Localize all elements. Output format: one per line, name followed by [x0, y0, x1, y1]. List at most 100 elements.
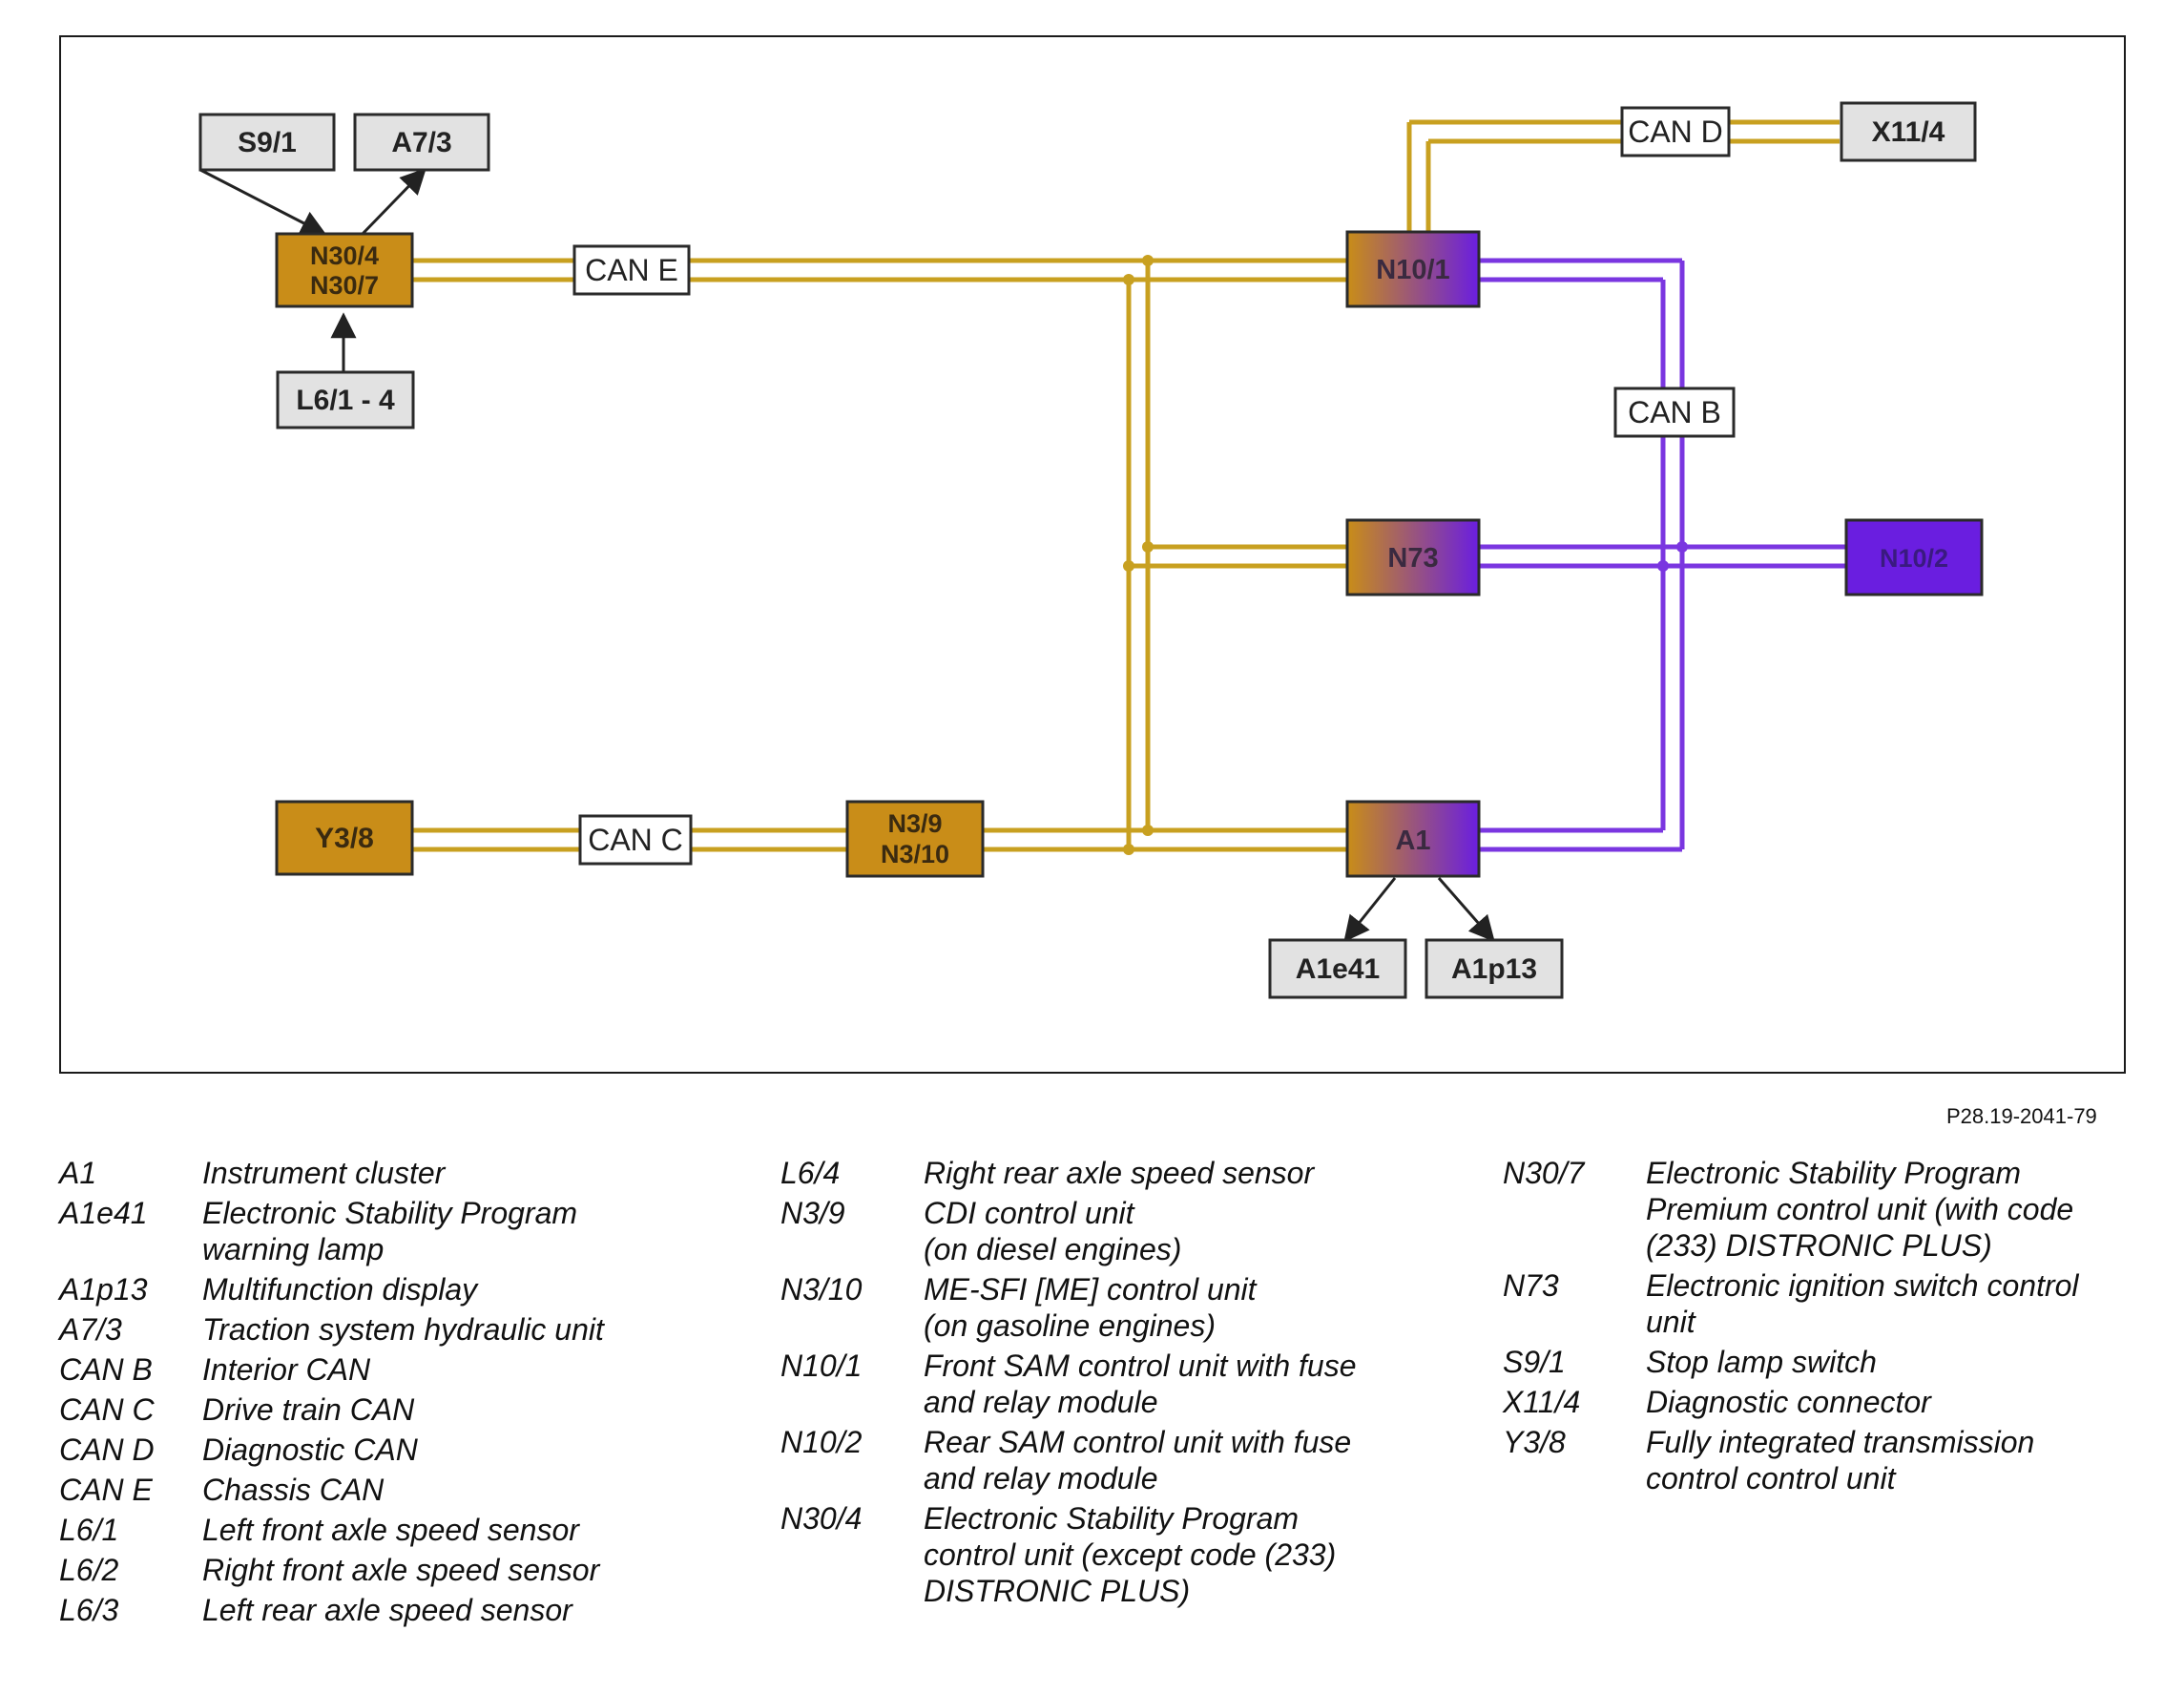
legend-item: CAN D Diagnostic CAN: [59, 1432, 746, 1468]
junction-dot: [1676, 541, 1688, 553]
legend-item: CAN E Chassis CAN: [59, 1472, 746, 1508]
signal-arrows: [199, 168, 1495, 943]
junction-dot: [1142, 255, 1154, 266]
node-a1p13: A1p13: [1425, 938, 1564, 999]
legend-description: Diagnostic CAN: [202, 1433, 418, 1467]
can-e-bus-lines: [412, 119, 1840, 852]
legend-item: N73 Electronic ignition switch control un…: [1503, 1267, 2152, 1340]
legend-item: N30/4 Electronic Stability Program contro…: [780, 1500, 1467, 1609]
legend-code: N3/10: [780, 1272, 863, 1307]
arrow-s9-1-to-n30: [199, 168, 327, 236]
node-label: N3/10: [881, 840, 949, 868]
legend-description: Left front axle speed sensor: [202, 1513, 579, 1547]
legend-code: N10/1: [780, 1349, 863, 1383]
legend-code: A7/3: [59, 1312, 122, 1347]
legend-description: Right rear axle speed sensor: [924, 1156, 1315, 1190]
junction-dot: [1123, 274, 1134, 285]
legend-item: S9/1 Stop lamp switch: [1503, 1344, 2152, 1380]
legend-description: Rear SAM control unit with fuse and rela…: [924, 1425, 1352, 1495]
node-label: N73: [1387, 543, 1438, 574]
legend-description: Chassis CAN: [202, 1473, 385, 1507]
node-label: N30/4: [310, 241, 379, 270]
legend-description: Instrument cluster: [202, 1156, 446, 1190]
legend-description: Electronic Stability Program warning lam…: [202, 1196, 578, 1266]
bus-label-text: CAN B: [1628, 395, 1721, 429]
legend-item: L6/3 Left rear axle speed sensor: [59, 1592, 746, 1628]
legend-item: A1 Instrument cluster: [59, 1155, 746, 1191]
node-label: Y3/8: [315, 823, 374, 854]
node-label: S9/1: [238, 127, 297, 158]
junction-dot: [1657, 560, 1669, 572]
bus-label-text: CAN D: [1628, 115, 1723, 149]
legend-description: Interior CAN: [202, 1352, 371, 1387]
can-b-junction-dots: [1657, 541, 1688, 572]
legend-item: L6/4 Right rear axle speed sensor: [780, 1155, 1467, 1191]
node-y3-8: Y3/8: [275, 800, 414, 876]
bus-label-text: CAN E: [585, 253, 678, 287]
legend-item: A1p13 Multifunction display: [59, 1271, 746, 1307]
legend-code: CAN C: [59, 1392, 155, 1427]
arrow-a1-to-a1e41: [1343, 877, 1397, 943]
legend-code: A1p13: [59, 1272, 148, 1307]
legend-description: Diagnostic connector: [1646, 1385, 1931, 1419]
node-label: L6/1 - 4: [296, 385, 395, 416]
legend-code: CAN E: [59, 1473, 153, 1507]
legend-code: A1: [59, 1156, 97, 1190]
node-a7-3: A7/3: [353, 113, 490, 172]
legend-item: L6/1 Left front axle speed sensor: [59, 1512, 746, 1548]
node-label: A1e41: [1296, 953, 1380, 985]
diagram-frame: [59, 35, 2126, 1074]
legend-description: Fully integrated transmission control co…: [1646, 1425, 2035, 1495]
node-label: N10/1: [1376, 255, 1449, 285]
arrow-a7-3-to-n30: [361, 168, 426, 236]
legend-code: S9/1: [1503, 1345, 1566, 1379]
legend-item: N10/1 Front SAM control unit with fuse an…: [780, 1348, 1467, 1420]
node-a1: A1: [1345, 800, 1481, 878]
legend-code: L6/3: [59, 1593, 119, 1627]
legend-description: Electronic ignition switch control unit: [1646, 1268, 2079, 1339]
legend-item: N30/7 Electronic Stability Program Premiu…: [1503, 1155, 2152, 1264]
bus-label-can-c: CAN C: [578, 814, 693, 866]
node-n10-1: N10/1: [1345, 230, 1481, 308]
node-l6-1-4: L6/1 - 4: [276, 370, 415, 429]
legend-description: Multifunction display: [202, 1272, 478, 1307]
legend-code: L6/4: [780, 1156, 841, 1190]
legend-code: N10/2: [780, 1425, 863, 1459]
legend-code: N73: [1503, 1268, 1559, 1303]
legend-code: N30/7: [1503, 1156, 1585, 1190]
legend-column-3: N30/7 Electronic Stability Program Premiu…: [1503, 1155, 2152, 1500]
node-label: A7/3: [391, 127, 451, 158]
legend-description: ME-SFI [ME] control unit (on gasoline en…: [924, 1272, 1257, 1343]
node-label: N3/9: [887, 809, 942, 838]
node-s9-1: S9/1: [198, 113, 336, 172]
junction-dot: [1123, 844, 1134, 855]
node-a1e41: A1e41: [1268, 938, 1407, 999]
figure-reference: P28.19-2041-79: [1946, 1104, 2097, 1128]
legend-code: L6/1: [59, 1513, 119, 1547]
junction-dot: [1142, 825, 1154, 836]
legend-description: Front SAM control unit with fuse and rel…: [924, 1349, 1357, 1419]
legend-description: Electronic Stability Program Premium con…: [1646, 1156, 2074, 1263]
legend-item: Y3/8 Fully integrated transmission contro…: [1503, 1424, 2152, 1496]
can-e-junction-dots: [1123, 255, 1154, 855]
legend-code: L6/2: [59, 1553, 119, 1587]
legend-code: N30/4: [780, 1501, 863, 1536]
legend-item: N3/10 ME-SFI [ME] control unit (on gasoli…: [780, 1271, 1467, 1344]
node-n30-4-n30-7: N30/4 N30/7: [275, 232, 414, 308]
legend-code: Y3/8: [1503, 1425, 1566, 1459]
node-label: A1p13: [1451, 953, 1537, 985]
legend-description: Left rear axle speed sensor: [202, 1593, 572, 1627]
bus-label-can-e: CAN E: [572, 244, 691, 296]
legend-code: CAN D: [59, 1433, 155, 1467]
bus-label-can-b: CAN B: [1613, 387, 1736, 438]
legend-description: Traction system hydraulic unit: [202, 1312, 604, 1347]
legend-description: Electronic Stability Program control uni…: [924, 1501, 1337, 1608]
legend-description: Stop lamp switch: [1646, 1345, 1877, 1379]
